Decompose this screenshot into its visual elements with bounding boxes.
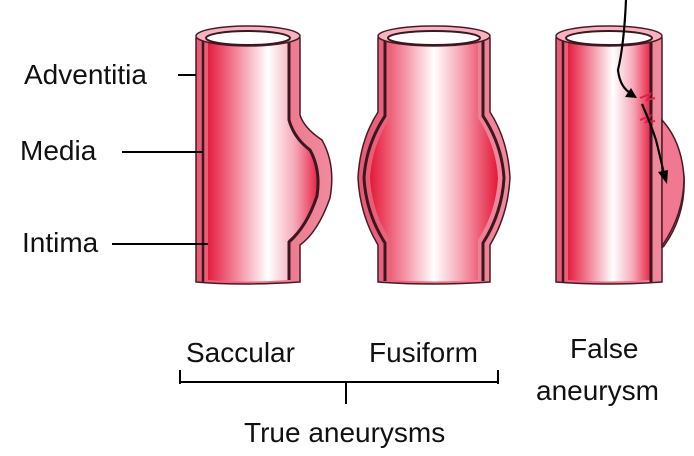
fusiform-vessel (358, 26, 510, 284)
false-top-inner (566, 31, 652, 45)
label-true-aneurysms: True aneurysms (244, 417, 445, 448)
label-false-line2: aneurysm (536, 375, 659, 406)
label-fusiform: Fusiform (369, 337, 478, 368)
false-aneurysm-vessel (556, 0, 684, 284)
true-aneurysms-bracket (180, 370, 498, 404)
label-intima: Intima (22, 227, 99, 258)
false-lumen (568, 37, 650, 282)
label-false-line1: False (570, 333, 638, 364)
saccular-vessel (196, 26, 332, 284)
label-saccular: Saccular (186, 337, 295, 368)
saccular-top-inner (206, 31, 290, 45)
false-sac-overlay (662, 120, 684, 246)
label-media: Media (20, 135, 97, 166)
fusiform-top-inner (388, 31, 480, 45)
label-adventitia: Adventitia (24, 59, 147, 90)
